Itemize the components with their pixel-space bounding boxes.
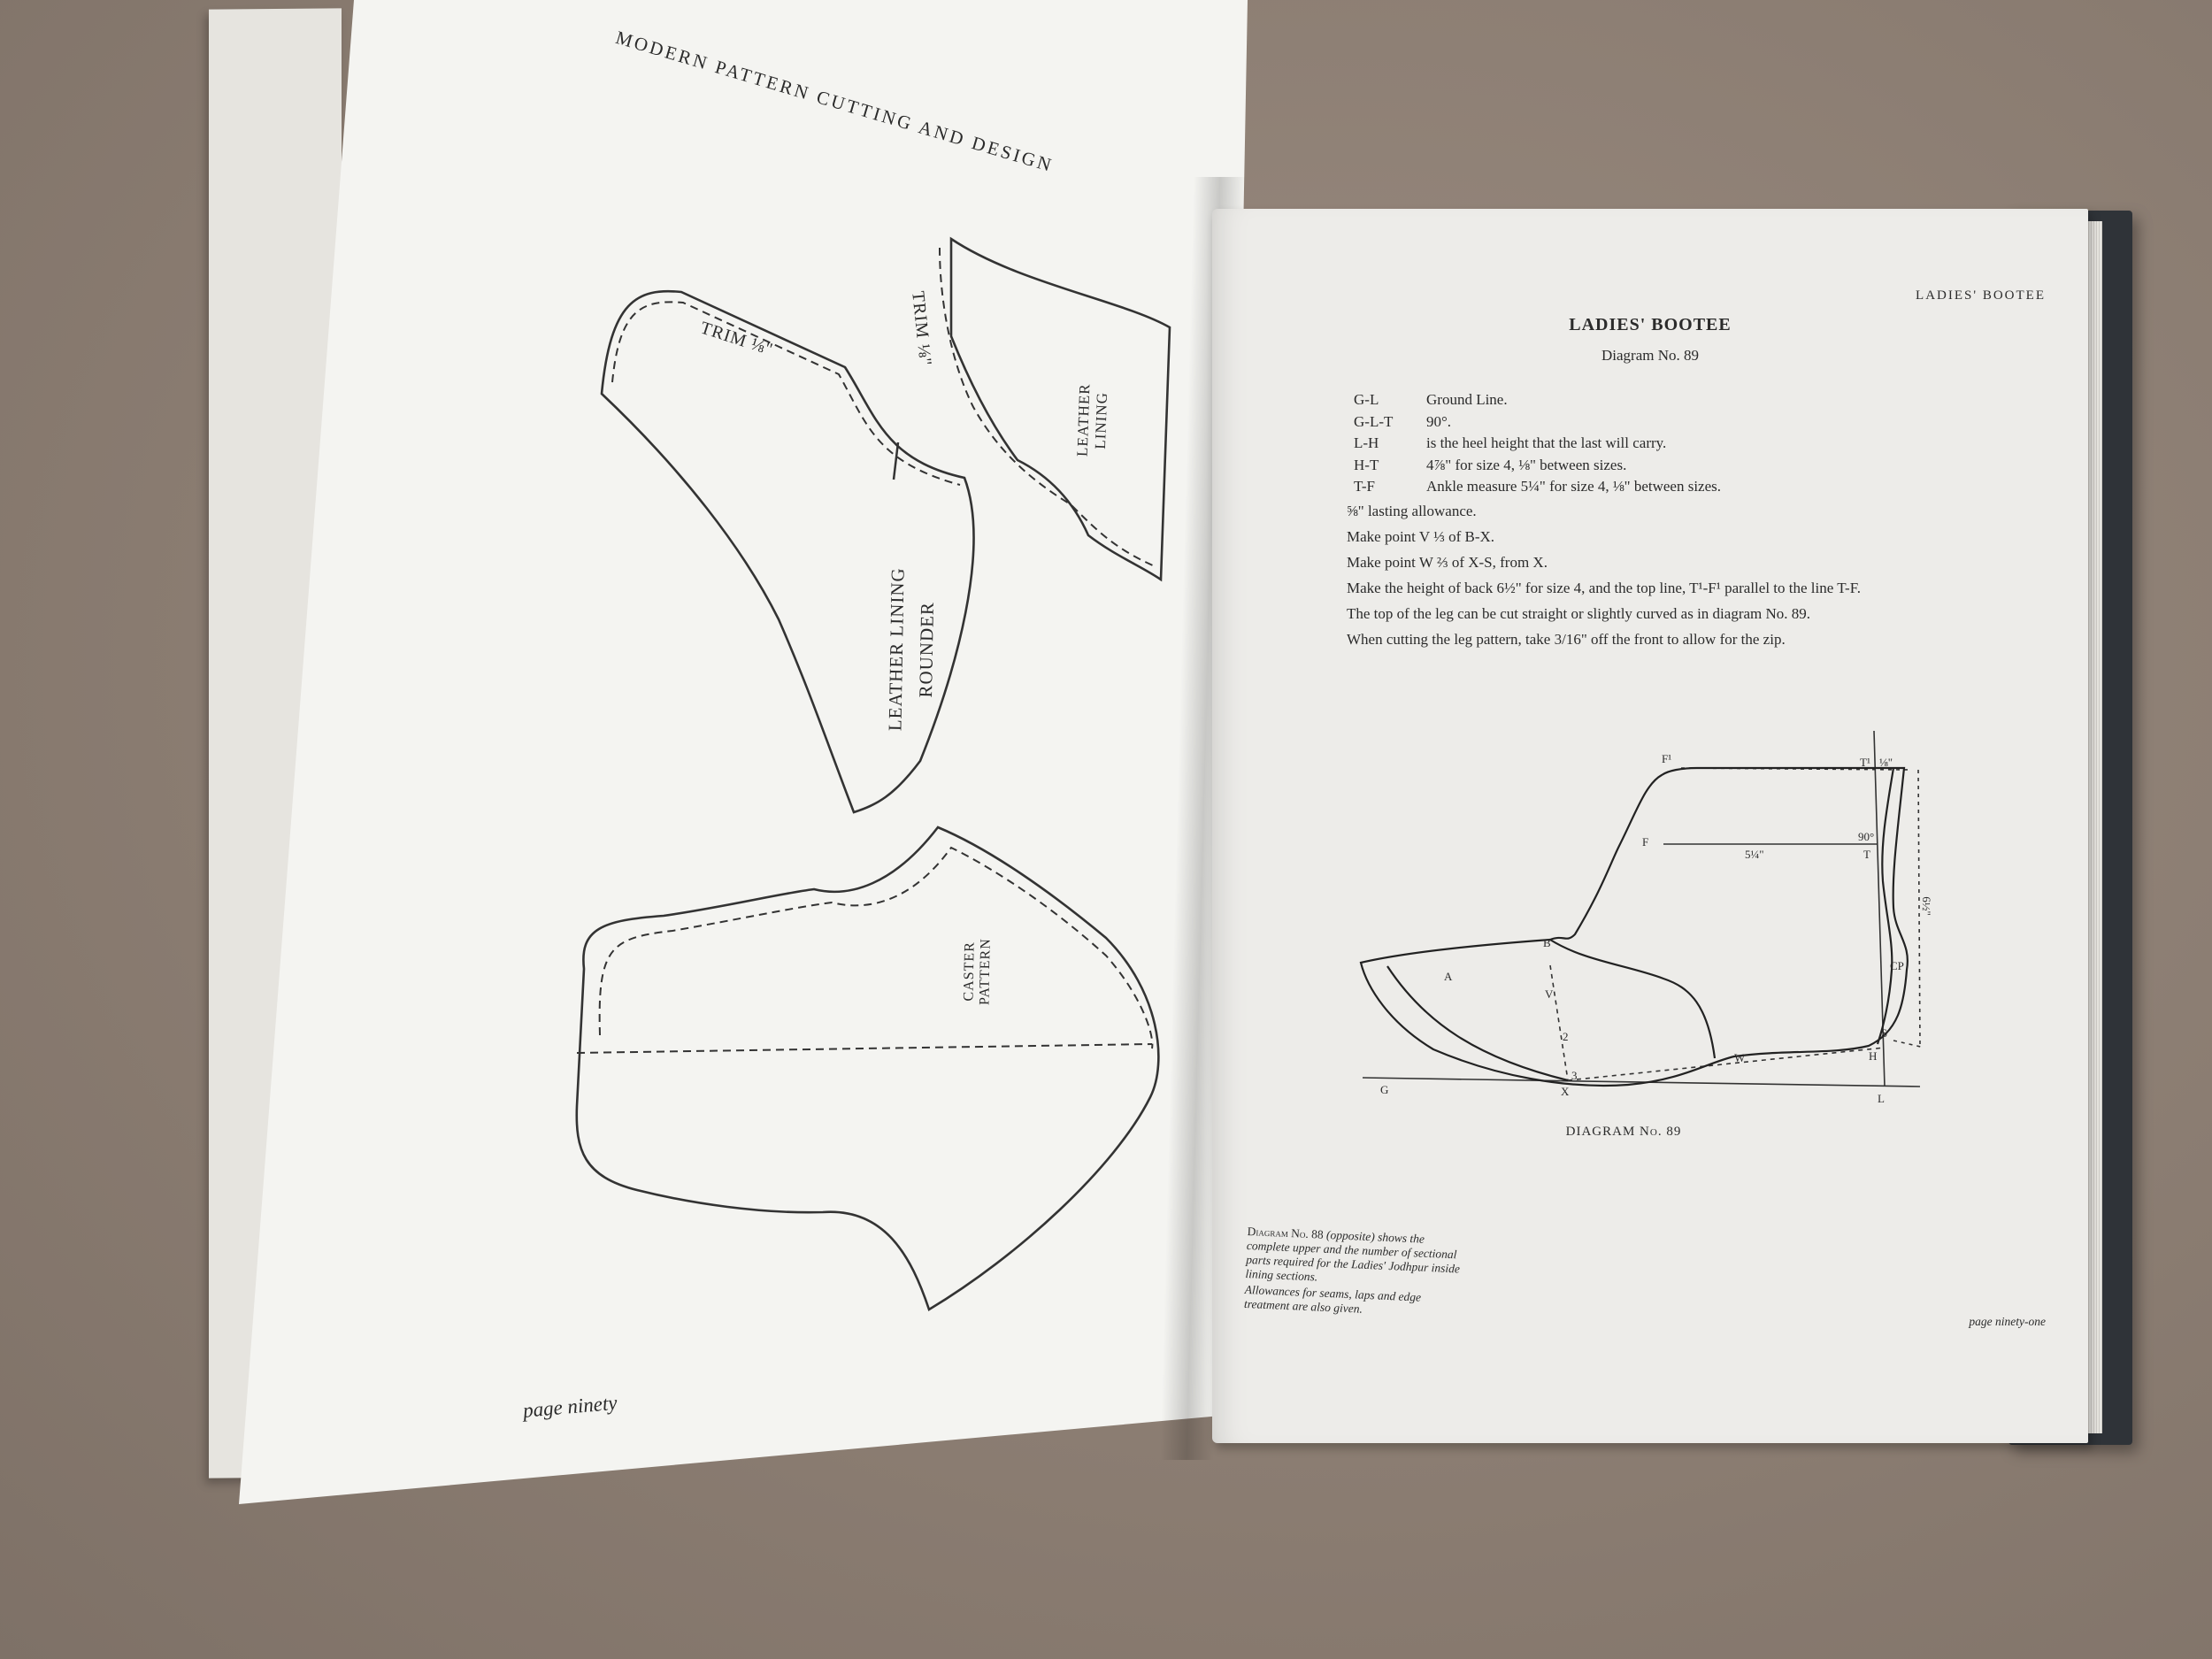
instruction-paragraph: Make point W ⅔ of X-S, from X.	[1347, 554, 1548, 571]
label-f1: F¹	[1662, 752, 1672, 765]
leather-lining-label: LEATHER LINING	[1073, 383, 1111, 457]
label-w: W	[1734, 1051, 1746, 1064]
diagram-caption: DIAGRAM No. 89	[1565, 1125, 1682, 1139]
leather-lining-rounder-piece	[600, 289, 975, 814]
leather-lining-piece	[949, 236, 1171, 582]
right-page-number: page ninety-one	[1969, 1315, 2046, 1328]
label-t: T	[1863, 848, 1870, 861]
caster-pattern-piece	[575, 826, 1160, 1311]
page-subtitle: Diagram No. 89	[1601, 347, 1699, 364]
definition-row: H-T 4⅞" for size 4, ⅛" between sizes.	[1354, 455, 1721, 477]
left-page-paper	[239, 0, 1248, 1504]
definition-row: T-F Ankle measure 5¼" for size 4, ⅛" betw…	[1354, 476, 1721, 498]
definition-key: L-H	[1354, 434, 1379, 451]
definition-value: Ankle measure 5¼" for size 4, ⅛" between…	[1426, 478, 1721, 495]
instruction-paragraph: Make point V ⅓ of B-X.	[1347, 528, 1495, 545]
bootee-outline	[1359, 766, 1909, 1087]
definition-key: H-T	[1354, 456, 1379, 473]
definitions-list: G-L Ground Line. G-L-T 90°. L-H is the heel…	[1354, 389, 1721, 498]
rounder-notch	[892, 442, 900, 480]
definition-value: 90°.	[1426, 412, 1452, 430]
b-x-dashed-line	[1549, 964, 1569, 1081]
instruction-paragraph: When cutting the leg pattern, take 3/16"…	[1347, 631, 1786, 648]
label-s: S	[1881, 1026, 1888, 1040]
definition-value: is the heel height that the last will ca…	[1426, 434, 1667, 451]
leather-lining-trim-line	[939, 247, 1156, 567]
x-s-dashed-line	[1567, 1047, 1886, 1081]
right-page: LADIES' BOOTEE LADIES' BOOTEE Diagram No…	[1212, 209, 2088, 1443]
leather-lining-rounder-trim-line	[611, 301, 961, 486]
instruction-paragraph: The top of the leg can be cut straight o…	[1347, 605, 1811, 622]
label-t1: T¹	[1860, 756, 1870, 769]
definition-row: L-H is the heel height that the last will…	[1354, 433, 1721, 455]
label-a: A	[1444, 970, 1453, 983]
label-three: 3	[1571, 1069, 1578, 1082]
page-title: LADIES' BOOTEE	[1569, 315, 1732, 334]
label-v: V	[1545, 987, 1554, 1001]
label-height: 6½"	[1919, 896, 1933, 916]
label-g: G	[1380, 1083, 1389, 1096]
definition-value: 4⅞" for size 4, ⅛" between sizes.	[1426, 456, 1627, 473]
side-note: Diagram No. 88 (opposite) shows the comp…	[1244, 1225, 1469, 1323]
right-page-paper	[1212, 209, 2088, 1443]
label-l: L	[1878, 1092, 1885, 1105]
instruction-paragraph: Make the height of back 6½" for size 4, …	[1347, 580, 1862, 596]
label-two: 2	[1563, 1030, 1569, 1043]
label-b: B	[1543, 936, 1551, 949]
caster-pattern-label: CASTER PATTERN	[961, 938, 994, 1006]
definition-row: G-L Ground Line.	[1354, 389, 1721, 411]
definition-key: G-L	[1354, 391, 1379, 408]
definition-row: G-L-T 90°.	[1354, 411, 1721, 434]
definition-key: G-L-T	[1354, 412, 1394, 430]
definition-value: Ground Line.	[1426, 391, 1508, 408]
label-ankle: 5¼"	[1745, 848, 1764, 861]
label-f: F	[1642, 835, 1649, 849]
instructions-text: ⅝" lasting allowance. Make point V ⅓ of …	[1327, 501, 2000, 655]
right-running-header: LADIES' BOOTEE	[1916, 288, 2046, 303]
label-h: H	[1869, 1049, 1878, 1063]
height-dimension-line	[1917, 769, 1921, 1048]
definition-key: T-F	[1354, 478, 1375, 495]
bootee-diagram	[1359, 730, 1925, 1087]
caster-pattern-trim-line	[576, 846, 1154, 1054]
ground-line	[1362, 1077, 1921, 1087]
leather-lining-rounder-label: LEATHER LINING ROUNDER	[884, 567, 938, 732]
label-x: X	[1561, 1085, 1570, 1098]
label-cp: CP	[1890, 959, 1904, 972]
instruction-paragraph: ⅝" lasting allowance.	[1347, 503, 1477, 519]
label-eighth: ⅛"	[1879, 756, 1893, 769]
heel-dash	[1893, 1040, 1925, 1048]
label-ninety: 90°	[1858, 830, 1875, 843]
